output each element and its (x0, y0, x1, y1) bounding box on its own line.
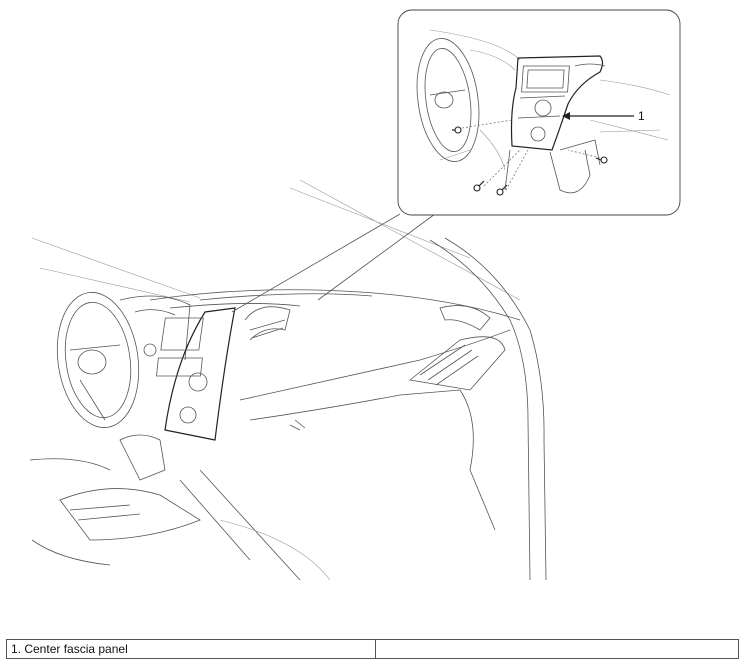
screw-icon (595, 156, 608, 164)
callout-label-1: 1 (638, 109, 645, 123)
arrow-icon (562, 112, 570, 120)
screw-icon (452, 126, 462, 134)
screw-icon (473, 180, 485, 192)
dashboard-main-view (29, 179, 547, 581)
inset-detail-view: 1 (397, 9, 681, 216)
inset-leader-line-right (317, 213, 436, 301)
dashboard-illustration: 1 (29, 9, 681, 581)
legend-table: 1. Center fascia panel (6, 639, 739, 659)
legend-cell-empty (375, 639, 739, 659)
legend-cell: 1. Center fascia panel (6, 639, 376, 659)
legend-row: 1. Center fascia panel (6, 639, 739, 659)
inset-leader-line-left (231, 213, 401, 313)
screw-icon (496, 184, 508, 196)
